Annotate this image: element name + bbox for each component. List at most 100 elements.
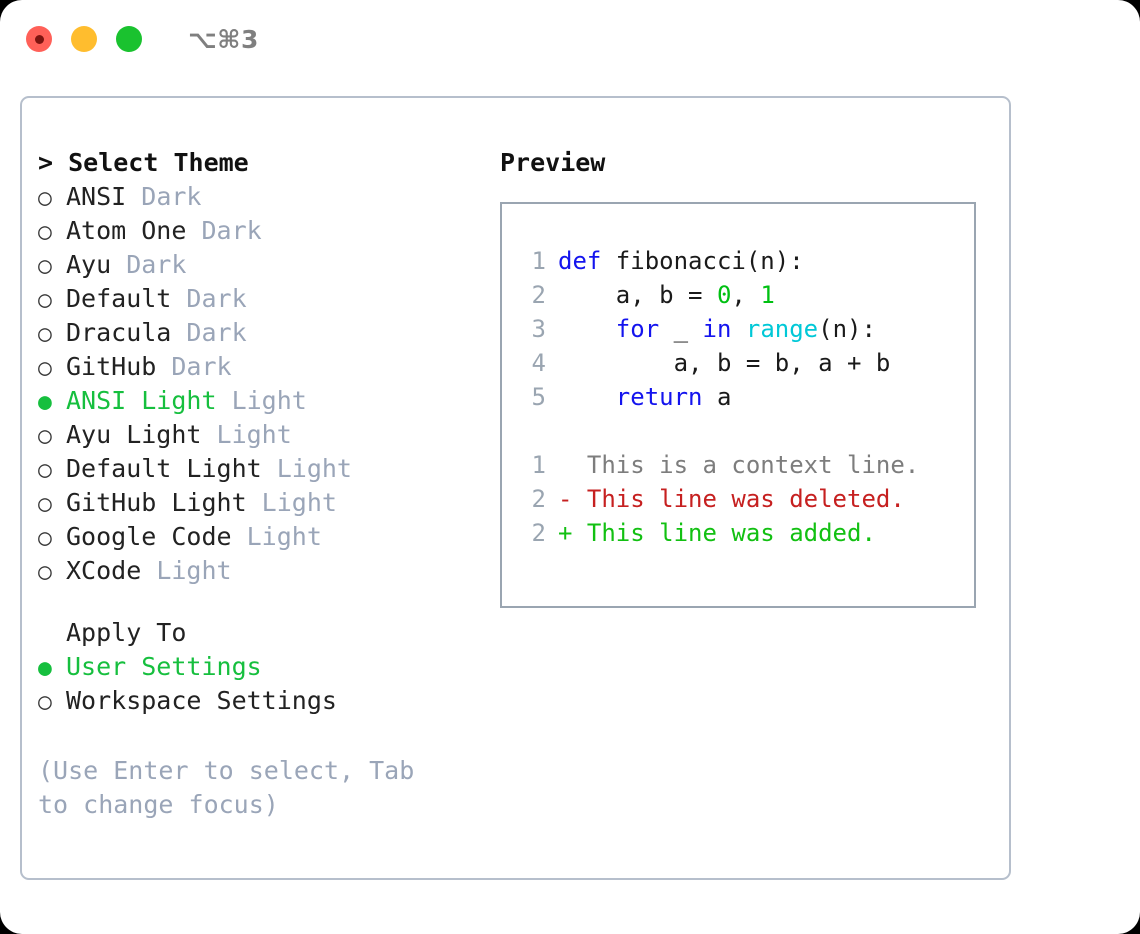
code-token: 1 [760,281,775,309]
theme-variant-label: Light [246,488,337,517]
theme-row[interactable]: ○ Ayu Dark [38,248,478,282]
theme-row[interactable]: ○ Default Light Light [38,452,478,486]
line-number: 1 [531,451,546,479]
theme-row[interactable]: ○ XCode Light [38,554,478,588]
line-number: 5 [531,383,546,411]
apply-to-list: ● User Settings ○ Workspace Settings [38,650,478,718]
diff-text: This line was deleted. [572,485,905,513]
radio-selected-icon[interactable]: ● [38,655,52,681]
theme-row[interactable]: ○ GitHub Light Light [38,486,478,520]
theme-name: Default [66,284,172,313]
diff-marker: + [558,519,573,547]
list-spacer [38,588,478,616]
diff-text: This line was added. [572,519,876,547]
radio-unselected-icon[interactable]: ○ [38,253,52,279]
line-number: 2 [531,519,546,547]
code-token: def [558,247,602,275]
radio-selected-icon[interactable]: ● [38,389,52,415]
code-token: (n): [818,315,876,343]
code-token: 0 [716,281,732,309]
theme-name: Ayu Light [66,420,202,449]
theme-name: GitHub [66,352,157,381]
apply-to-row[interactable]: ● User Settings [38,650,478,684]
code-token: , [731,281,761,309]
apply-to-row[interactable]: ○ Workspace Settings [38,684,478,718]
theme-row[interactable]: ○Google Code Light [38,520,478,554]
theme-row[interactable]: ○ Default Dark [38,282,478,316]
theme-name: Default Light [66,454,262,483]
radio-unselected-icon[interactable]: ○ [38,423,52,449]
theme-name: Ayu [66,250,112,279]
diff-marker: - [558,485,573,513]
theme-row[interactable]: ○ Ayu Light Light [38,418,478,452]
line-number: 1 [531,247,546,275]
theme-name: XCode [66,556,142,585]
traffic-lights [26,26,142,52]
radio-unselected-icon[interactable]: ○ [38,457,52,483]
keyboard-shortcut-label: ⌥⌘3 [188,24,259,54]
theme-name: Atom One [66,216,187,245]
radio-unselected-icon[interactable]: ○ [38,689,52,715]
diff-sample: 1 This is a context line.2- This line wa… [518,448,974,550]
theme-variant-label: Dark [171,284,247,313]
maximize-button[interactable] [116,26,142,52]
theme-name: ANSI Light [66,386,217,415]
theme-name: Dracula [66,318,172,347]
diff-line: 2- This line was deleted. [518,482,974,516]
select-theme-heading: > Select Theme [38,148,249,177]
theme-name: GitHub Light [66,488,247,517]
radio-unselected-icon[interactable]: ○ [38,321,52,347]
code-token: range [745,315,819,343]
line-number: 4 [531,349,546,377]
code-line: 3 for _ in range(n): [518,312,974,346]
theme-variant-label: Dark [126,182,202,211]
theme-row[interactable]: ○ GitHub Dark [38,350,478,384]
code-token: _ [659,315,703,343]
theme-name: ANSI [66,182,127,211]
code-token: a, b = [558,281,717,309]
radio-unselected-icon[interactable]: ○ [38,355,52,381]
code-line: 4 a, b = b, a + b [518,346,974,380]
keyboard-hint-text: (Use Enter to select, Tab to change focu… [38,756,430,819]
theme-variant-label: Dark [156,352,232,381]
diff-line: 2 + This line was added. [518,516,974,550]
apply-to-label: User Settings [66,652,262,681]
theme-row[interactable]: ○Atom One Dark [38,214,478,248]
diff-marker [558,448,572,482]
theme-variant-label: Dark [111,250,187,279]
code-token [558,380,616,414]
minimize-button[interactable] [71,26,97,52]
apply-to-label: Workspace Settings [66,686,337,715]
radio-unselected-icon[interactable]: ○ [38,287,52,313]
code-token: a [702,383,732,411]
close-button[interactable] [26,26,52,52]
theme-list-pane: > Select Theme ○ANSI Dark○Atom One Dark○… [38,146,478,822]
radio-unselected-icon[interactable]: ○ [38,219,52,245]
theme-row[interactable]: ●ANSI Light Light [38,384,478,418]
radio-unselected-icon[interactable]: ○ [38,185,52,211]
preview-heading: Preview [500,148,606,177]
theme-row[interactable]: ○Dracula Dark [38,316,478,350]
theme-name: Google Code [66,522,232,551]
theme-variant-label: Light [261,454,352,483]
code-token [731,312,745,346]
theme-variant-label: Light [201,420,292,449]
radio-unselected-icon[interactable]: ○ [38,491,52,517]
diff-line: 1 This is a context line. [518,448,974,482]
code-token: in [702,315,732,343]
line-number: 2 [531,281,546,309]
apply-to-heading: Apply To [66,618,187,647]
theme-list: ○ ANSI Dark ○ Atom One Dark ○ Ayu Dark ○ Defaul… [38,180,478,588]
code-line: 5 return a [518,380,974,414]
line-number: 3 [531,315,546,343]
theme-row[interactable]: ○ ANSI Dark [38,180,478,214]
radio-unselected-icon[interactable]: ○ [38,525,52,551]
radio-unselected-icon[interactable]: ○ [38,559,52,585]
code-token: for [615,315,660,343]
hint-spacer [38,718,478,754]
theme-variant-label: Light [141,556,232,585]
